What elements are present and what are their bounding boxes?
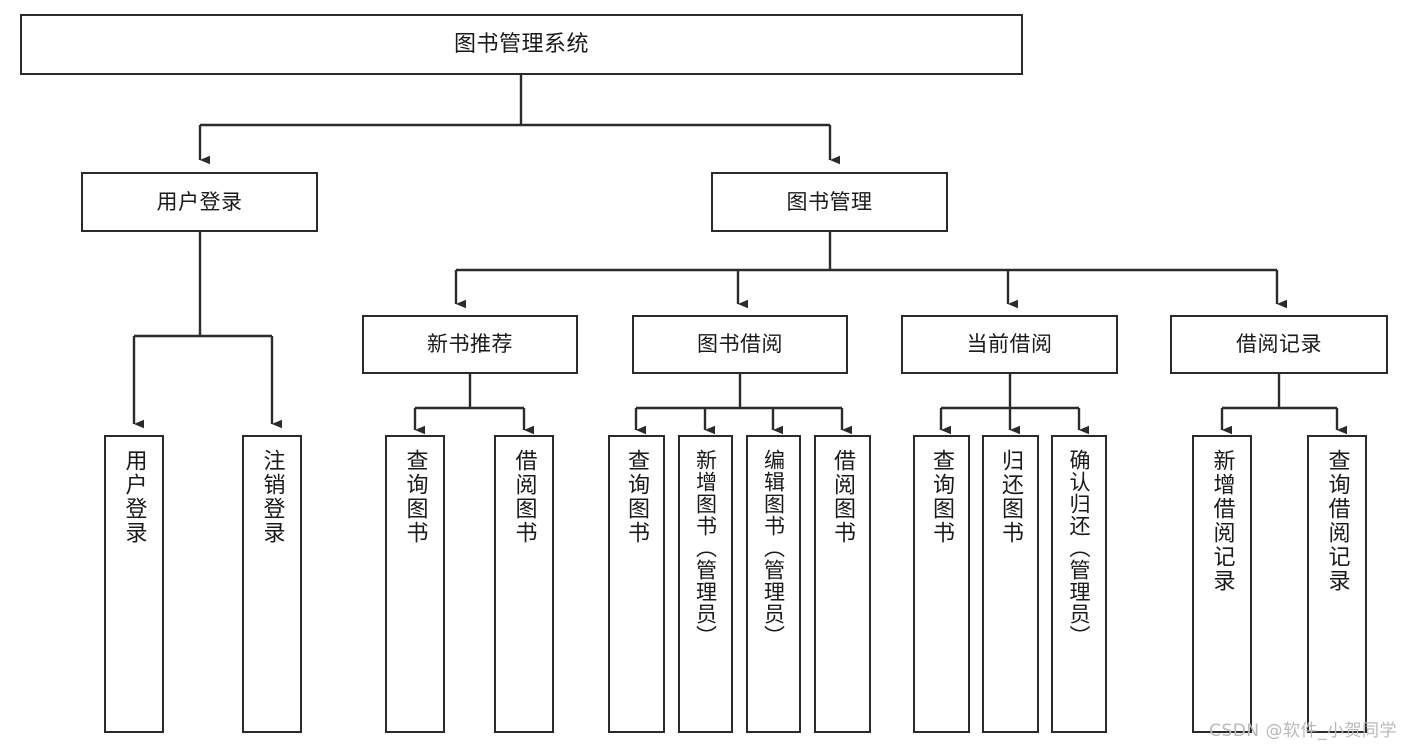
node-root-label: 图书管理系统	[453, 31, 589, 57]
node-leaf-query-book-2[interactable]: 查询图书	[608, 435, 665, 733]
node-leaf-user-logout[interactable]: 注销登录	[242, 435, 302, 733]
csdn-watermark: CSDN @软件_小贺同学	[1209, 721, 1397, 741]
node-leaf-user-login-label: 用户登录	[121, 449, 147, 545]
node-leaf-query-book-3[interactable]: 查询图书	[913, 435, 970, 733]
node-leaf-edit-book[interactable]: 编辑图书（管理员）	[746, 435, 801, 733]
node-book-borrow-label: 图书借阅	[697, 332, 783, 357]
node-leaf-query-book-1-label: 查询图书	[402, 449, 428, 545]
node-leaf-add-record-label: 新增借阅记录	[1209, 449, 1235, 593]
node-borrow-record-label: 借阅记录	[1236, 332, 1322, 357]
node-new-book-recommend-label: 新书推荐	[427, 332, 513, 357]
node-leaf-query-book-3-label: 查询图书	[929, 449, 955, 545]
node-current-borrow-label: 当前借阅	[966, 332, 1053, 357]
node-leaf-confirm-return[interactable]: 确认归还（管理员）	[1051, 435, 1107, 733]
node-leaf-borrow-book-1[interactable]: 借阅图书	[494, 435, 554, 733]
node-leaf-user-login[interactable]: 用户登录	[104, 435, 164, 733]
node-book-manage[interactable]: 图书管理	[711, 172, 948, 232]
node-leaf-borrow-book-1-label: 借阅图书	[511, 449, 537, 545]
node-leaf-confirm-return-label: 确认归还（管理员）	[1067, 449, 1092, 647]
node-user-login-label: 用户登录	[156, 189, 243, 214]
node-leaf-query-book-1[interactable]: 查询图书	[385, 435, 445, 733]
node-leaf-return-book-label: 归还图书	[998, 449, 1024, 545]
node-current-borrow[interactable]: 当前借阅	[901, 315, 1118, 374]
node-leaf-edit-book-label: 编辑图书（管理员）	[761, 449, 786, 647]
node-leaf-query-book-2-label: 查询图书	[624, 449, 650, 545]
node-leaf-add-book[interactable]: 新增图书（管理员）	[678, 435, 733, 733]
node-new-book-recommend[interactable]: 新书推荐	[362, 315, 578, 374]
node-leaf-borrow-book-2[interactable]: 借阅图书	[814, 435, 871, 733]
node-book-borrow[interactable]: 图书借阅	[632, 315, 848, 374]
node-leaf-add-record[interactable]: 新增借阅记录	[1192, 435, 1252, 733]
node-leaf-add-book-label: 新增图书（管理员）	[693, 449, 718, 647]
node-leaf-user-logout-label: 注销登录	[259, 449, 285, 545]
node-leaf-borrow-book-2-label: 借阅图书	[830, 449, 856, 545]
node-user-login[interactable]: 用户登录	[81, 172, 318, 232]
node-leaf-query-record[interactable]: 查询借阅记录	[1307, 435, 1367, 733]
node-root[interactable]: 图书管理系统	[20, 14, 1023, 75]
node-leaf-return-book[interactable]: 归还图书	[982, 435, 1039, 733]
node-book-manage-label: 图书管理	[786, 189, 873, 214]
node-borrow-record[interactable]: 借阅记录	[1170, 315, 1388, 374]
node-leaf-query-record-label: 查询借阅记录	[1324, 449, 1350, 593]
